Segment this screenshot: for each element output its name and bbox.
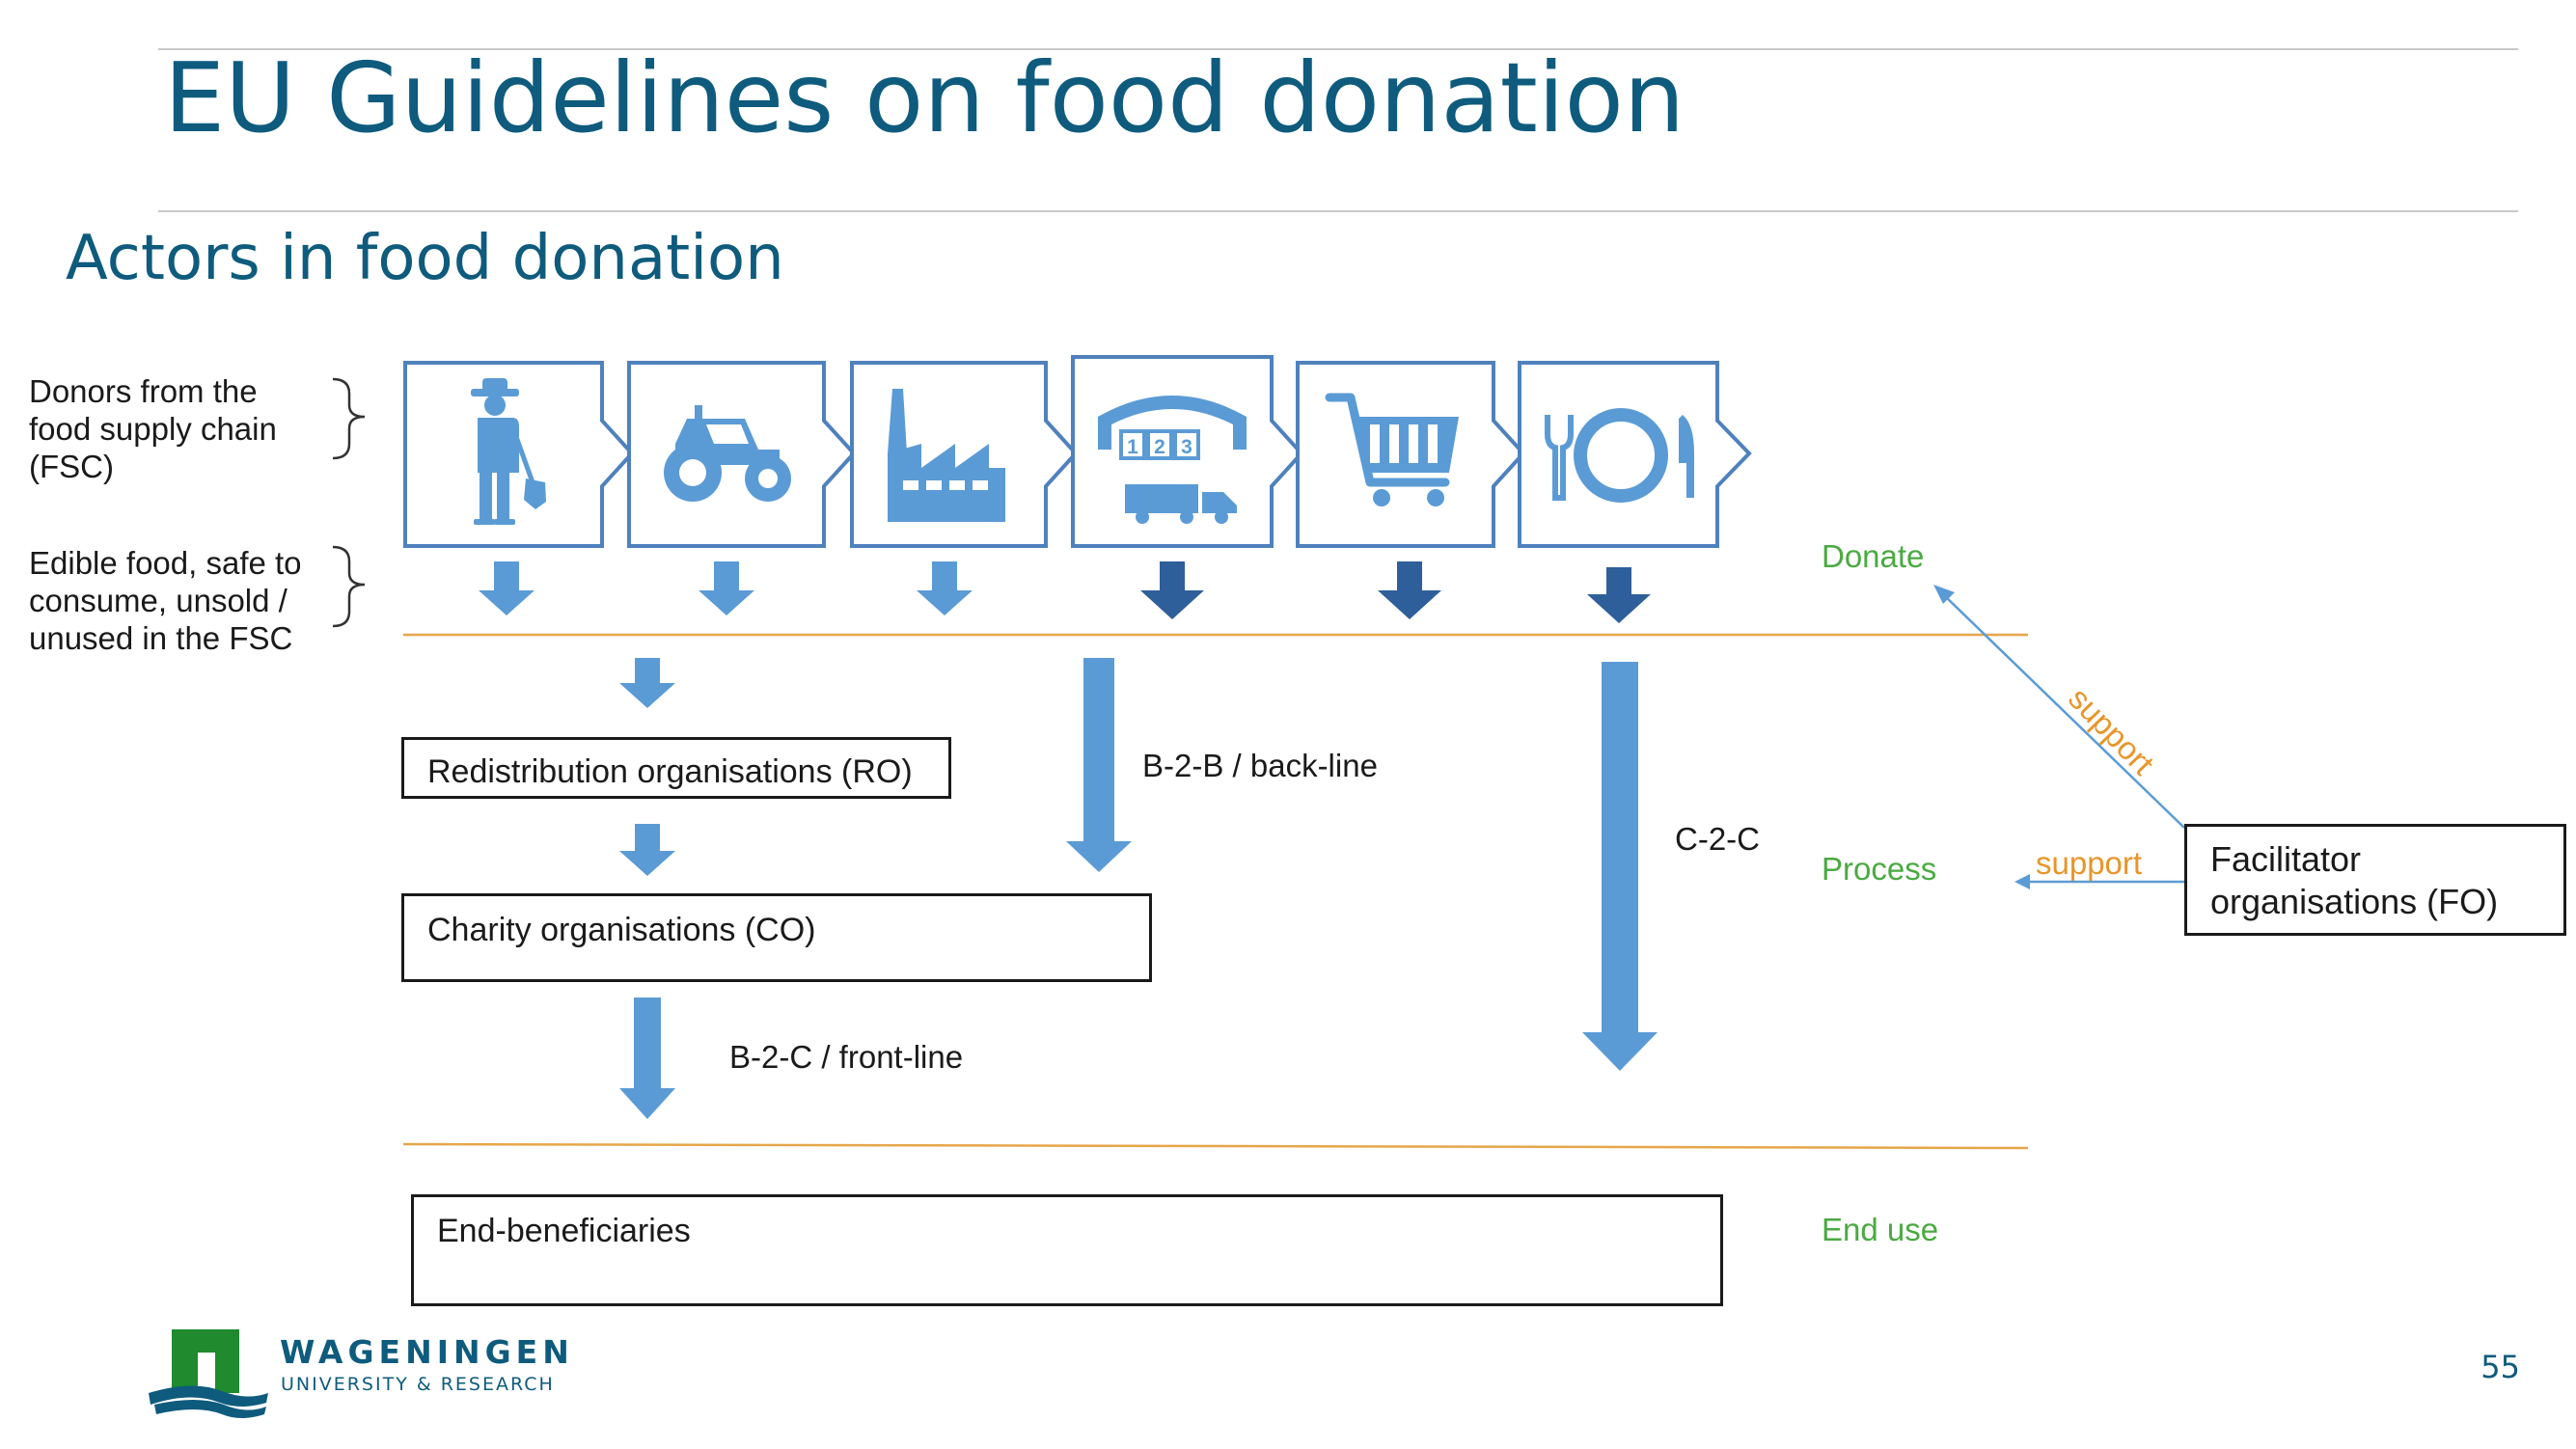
shopping-cart-icon: [1325, 393, 1459, 506]
factory-icon: [888, 389, 1005, 522]
arrow-b2c: [619, 998, 675, 1119]
b2c-label: B-2-C / front-line: [729, 1039, 964, 1075]
facilitator-organisations-box: Facilitator organisations (FO): [2184, 824, 2566, 936]
c2c-label: C-2-C: [1675, 821, 1760, 857]
co-label: Charity organisations (CO): [427, 912, 816, 948]
b2b-label: B-2-B / back-line: [1142, 748, 1378, 783]
support-arrow-upper: [1944, 595, 2185, 829]
end-beneficiaries-label: End-beneficiaries: [437, 1213, 691, 1249]
donors-label: Donors from the food supply chain (FSC): [29, 372, 277, 485]
warehouse-number-1: 1: [1127, 436, 1138, 458]
redistribution-organisations-box: Redistribution organisations (RO): [401, 737, 951, 799]
arrow-c2c: [1582, 662, 1658, 1071]
logo-tagline: UNIVERSITY & RESEARCH: [281, 1374, 555, 1395]
farmer-icon: [471, 378, 546, 525]
donate-arrow-3: [917, 561, 973, 615]
top-rule: [158, 48, 2518, 50]
support-label-lower: support: [2036, 845, 2142, 881]
tile-plate: [1518, 361, 1752, 548]
arrow-b2b: [1066, 658, 1132, 872]
support-arrowhead-lower: [2014, 874, 2030, 889]
stage-donate: Donate: [1822, 538, 1925, 574]
donors-label-line: Donors from the: [29, 373, 258, 409]
fo-label-line: organisations (FO): [2210, 882, 2499, 921]
donate-arrows: [479, 561, 1651, 623]
charity-organisations-box: Charity organisations (CO): [401, 893, 1152, 982]
donate-arrow-6: [1587, 567, 1651, 623]
fo-label-line: Facilitator: [2210, 839, 2362, 879]
plate-cutlery-icon: [1545, 408, 1694, 503]
support-label-upper: support: [2062, 680, 2161, 781]
wageningen-logo-icon: [149, 1329, 268, 1418]
warehouse-number-3: 3: [1181, 436, 1192, 458]
support-arrowhead-upper: [1933, 585, 1955, 604]
stage-process: Process: [1822, 851, 1937, 887]
warehouse-number-2: 2: [1154, 436, 1165, 458]
stage-end-use: End use: [1822, 1212, 1939, 1247]
donor-tiles: [403, 355, 1752, 548]
end-beneficiaries-box: End-beneficiaries: [411, 1194, 1723, 1306]
edible-food-label: Edible food, safe to consume, unsold / u…: [29, 544, 302, 657]
donate-arrow-1: [479, 561, 534, 615]
donate-arrow-4: [1140, 561, 1204, 619]
warehouse-icon: 1 2 3: [1098, 396, 1247, 524]
title-rule: [158, 210, 2518, 212]
page-subtitle: Actors in food donation: [66, 223, 784, 294]
logo-name: WAGENINGEN: [280, 1333, 574, 1371]
donors-label-line: (FSC): [29, 449, 114, 484]
donors-label-line: food supply chain: [29, 411, 277, 447]
edible-brace: [332, 545, 366, 628]
edible-label-line: consume, unsold /: [29, 583, 288, 618]
ro-label: Redistribution organisations (RO): [427, 753, 913, 790]
tractor-icon: [664, 405, 791, 502]
donate-arrow-2: [699, 561, 754, 615]
arrow-to-ro: [619, 658, 675, 708]
arrow-ro-to-co: [619, 824, 675, 876]
page-number: 55: [2480, 1349, 2520, 1385]
page-title: EU Guidelines on food donation: [164, 41, 1685, 154]
edible-label-line: Edible food, safe to: [29, 545, 302, 581]
divider-end-use: [402, 1142, 2029, 1150]
donors-brace: [332, 377, 366, 460]
edible-label-line: unused in the FSC: [29, 620, 293, 656]
donate-arrow-5: [1378, 561, 1441, 619]
